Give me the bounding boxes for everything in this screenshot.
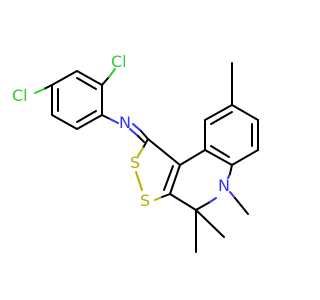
bond-c9b-c9a [179,149,206,166]
bond-cl-left-half [34,88,45,94]
bond-s2-c3a-s [154,196,163,201]
bond-aryl-n [101,114,111,120]
bond-imine-c-half-2 [137,135,145,143]
atom-n-imine: N [119,113,131,132]
dithiole-ring [135,138,181,201]
bond-gem-methyl-right [195,209,225,238]
bond-c7-c8 [231,104,259,121]
bond-c5a-c6 [231,149,259,166]
bond-cl-top-half [108,68,116,78]
bond-n5-c5a-c [229,164,233,175]
bond-s2-c3a-c [161,193,171,198]
bond-methyl-n-n [229,191,236,199]
bond-s1-s2 [135,171,143,191]
bond-c1-s1-s [137,147,144,157]
benzo-ring [204,104,259,166]
bond-ring-a-1-double [76,77,97,90]
atom-n-ring: N [218,176,230,195]
dihydropyridine-ring [169,149,233,211]
bond-c3a-c9b [169,164,181,195]
atom-s-upper: S [130,153,140,172]
atom-s-lower: S [140,191,150,210]
bond-aryl-n-half [109,118,119,124]
bond-c3a-c9b-double [163,165,174,191]
bond-c9a-c5a [204,149,233,166]
bond-c-cl-top [101,76,110,86]
bond-c9a-c5a-double [210,145,230,158]
bond-c-cl-left [43,84,53,90]
atom-cl-top: Cl [111,52,127,71]
bond-imine-n-half-2 [129,128,139,137]
bond-c4-n5-c [195,201,211,211]
molecule-diagram: Cl Cl N S S N [12,52,259,253]
bond-ring-a-1 [76,70,103,86]
structure-svg: Cl Cl N S S N [12,52,259,253]
bond-imine-c-half [140,130,149,140]
atom-cl-left: Cl [12,86,28,105]
bond-ring-a-4 [51,114,78,130]
bond-ring-a-5 [76,114,103,130]
bond-c4-n5-n [209,197,217,203]
dichlorophenyl-ring [51,70,103,130]
bond-c8-c9-double [210,111,233,125]
bond-methyl-n-c [234,197,249,215]
bond-c9b-c1 [147,138,181,166]
bond-c8-c9 [204,104,233,121]
bond-c3a-c4 [169,193,197,211]
bond-imine-n-half [132,123,142,132]
bond-c1-s1-c [142,138,149,149]
bond-ring-a-2 [51,70,78,86]
bond-ring-a-5-double [76,110,97,123]
